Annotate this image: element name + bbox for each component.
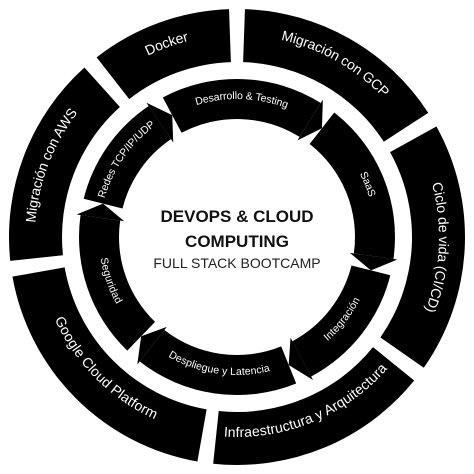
inner-arrowhead-saas (349, 252, 398, 271)
outer-segment-docker (96, 9, 231, 100)
inner-arrowhead-despliegue-y-latencia (137, 326, 167, 365)
outer-segment-ciclo-de-vida-ci-cd (380, 126, 466, 368)
inner-segment-desarrollo-testing (162, 78, 321, 137)
center-title-line1: DEVOPS & CLOUD (160, 207, 313, 226)
inner-segment-seguridad (79, 215, 156, 351)
outer-segment-migracion-con-aws (9, 67, 120, 261)
inner-arrowhead-redes-tcp-ip-udp (146, 102, 174, 143)
inner-arrowhead-desarrollo-testing (297, 99, 323, 141)
center-block: DEVOPS & CLOUD COMPUTING FULL STACK BOOT… (153, 207, 320, 271)
inner-arrowhead-seguridad (76, 203, 125, 222)
center-subtitle: FULL STACK BOOTCAMP (153, 255, 320, 271)
outer-segment-infraestructura-y-arquitectura (213, 347, 415, 465)
inner-segment-integracion (292, 265, 391, 377)
outer-segment-migracion-con-gcp (243, 9, 429, 142)
center-title-line2: COMPUTING (185, 232, 289, 251)
inner-segment-saas (309, 112, 395, 259)
inner-arrowhead-integracion (288, 337, 314, 381)
outer-segment-google-cloud-platform (12, 267, 207, 462)
inner-segment-despliegue-y-latencia (139, 329, 297, 396)
inner-segment-redes-tcp-ip-udp (83, 106, 172, 209)
